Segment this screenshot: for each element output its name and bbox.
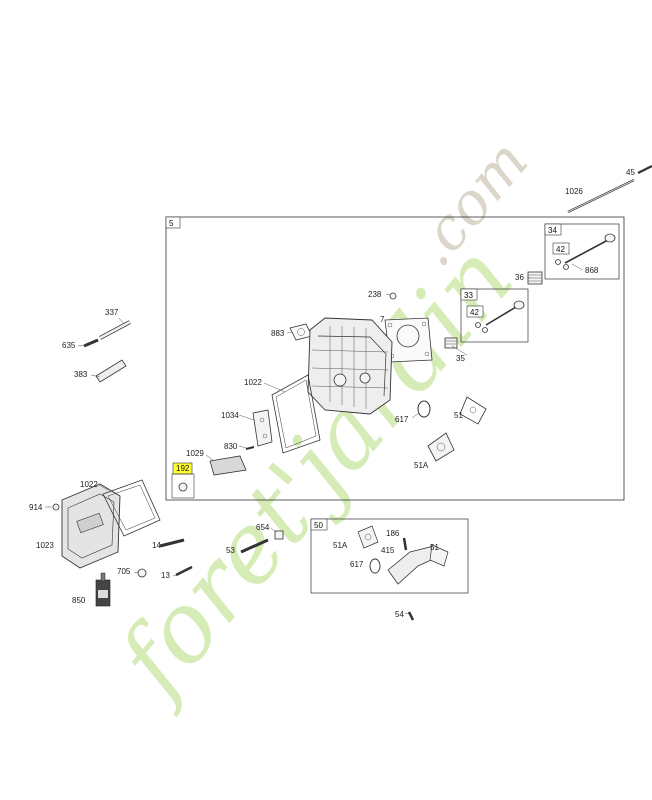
box-label-50: 50: [314, 521, 323, 530]
label-51Ab: 51A: [333, 541, 348, 550]
label-1034: 1034: [221, 411, 239, 420]
label-383: 383: [74, 370, 88, 379]
label-830: 830: [224, 442, 238, 451]
label-654: 654: [256, 523, 270, 532]
part-705-nut[interactable]: 705: [117, 567, 147, 578]
label-45: 45: [626, 168, 635, 177]
label-635: 635: [62, 341, 76, 350]
part-337-spark-plug[interactable]: 337: [99, 308, 131, 340]
label-850: 850: [72, 596, 86, 605]
part-35-spring[interactable]: 35: [444, 337, 465, 363]
box-label-42a: 42: [556, 245, 565, 254]
box-label-5: 5: [169, 219, 174, 228]
part-1029-shield[interactable]: 1029: [186, 449, 247, 476]
label-415: 415: [381, 546, 395, 555]
label-617b: 617: [350, 560, 364, 569]
label-14: 14: [152, 541, 161, 550]
part-1022-rocker-gasket[interactable]: 1022: [244, 374, 321, 454]
assembly-box-5[interactable]: 5: [165, 216, 625, 501]
part-36-valve-spring[interactable]: 36: [515, 271, 543, 285]
part-914-screw[interactable]: 914: [29, 503, 60, 512]
part-383-plug-wire[interactable]: 383: [74, 359, 127, 383]
part-1023-rocker-cover[interactable]: 1023: [36, 483, 121, 569]
leader-lines: [45, 276, 531, 615]
label-53: 53: [226, 546, 235, 555]
label-1022a: 1022: [244, 378, 262, 387]
assembly-box-50[interactable]: 50 186 51A 415 51 617: [310, 518, 469, 594]
part-192-highlighted[interactable]: 192: [171, 462, 195, 499]
box-label-33: 33: [464, 291, 473, 300]
label-883: 883: [271, 329, 285, 338]
part-45[interactable]: 45: [626, 165, 652, 177]
box-label-42b: 42: [470, 308, 479, 317]
part-14-stud[interactable]: 14: [152, 538, 185, 550]
part-13-screw[interactable]: 13: [161, 565, 193, 580]
assembly-box-34[interactable]: 34 42 868: [544, 223, 620, 280]
part-635[interactable]: 635: [62, 338, 99, 350]
label-54: 54: [395, 610, 404, 619]
part-51A-plate[interactable]: 51A: [414, 432, 455, 470]
part-54-screw[interactable]: 54: [395, 610, 415, 621]
assembly-box-33[interactable]: 33 42: [460, 288, 529, 343]
label-51b: 51: [430, 543, 439, 552]
label-1029: 1029: [186, 449, 204, 458]
label-35: 35: [456, 354, 465, 363]
box-label-34: 34: [548, 226, 557, 235]
box-label-192: 192: [176, 464, 190, 473]
part-7[interactable]: 7: [380, 315, 385, 324]
label-1023: 1023: [36, 541, 54, 550]
label-1022b: 1022: [80, 480, 98, 489]
part-617-o-ring[interactable]: 617: [395, 400, 431, 424]
part-830-screw[interactable]: 830: [224, 442, 255, 451]
part-850-sealant-bottle[interactable]: 850: [72, 572, 111, 607]
label-337: 337: [105, 308, 119, 317]
part-7-head-gasket[interactable]: [384, 317, 433, 363]
label-7: 7: [380, 315, 385, 324]
part-53-stud[interactable]: 53: [226, 538, 269, 555]
label-36: 36: [515, 273, 524, 282]
label-705: 705: [117, 567, 131, 576]
label-617a: 617: [395, 415, 409, 424]
part-1026-push-rod[interactable]: 1026: [565, 179, 635, 213]
label-13: 13: [161, 571, 170, 580]
label-186: 186: [386, 529, 400, 538]
part-238[interactable]: 238: [368, 290, 397, 300]
label-51a: 51: [454, 411, 463, 420]
label-868: 868: [585, 266, 599, 275]
cylinder-head[interactable]: [307, 317, 393, 415]
part-51-gasket[interactable]: 51: [454, 396, 487, 425]
part-654[interactable]: 654: [256, 523, 284, 540]
label-51A: 51A: [414, 461, 429, 470]
label-914: 914: [29, 503, 43, 512]
part-1034-bracket[interactable]: 1034: [221, 409, 273, 447]
label-1026: 1026: [565, 187, 583, 196]
label-238: 238: [368, 290, 382, 299]
part-1022-cover-gasket[interactable]: 1022: [80, 479, 161, 537]
